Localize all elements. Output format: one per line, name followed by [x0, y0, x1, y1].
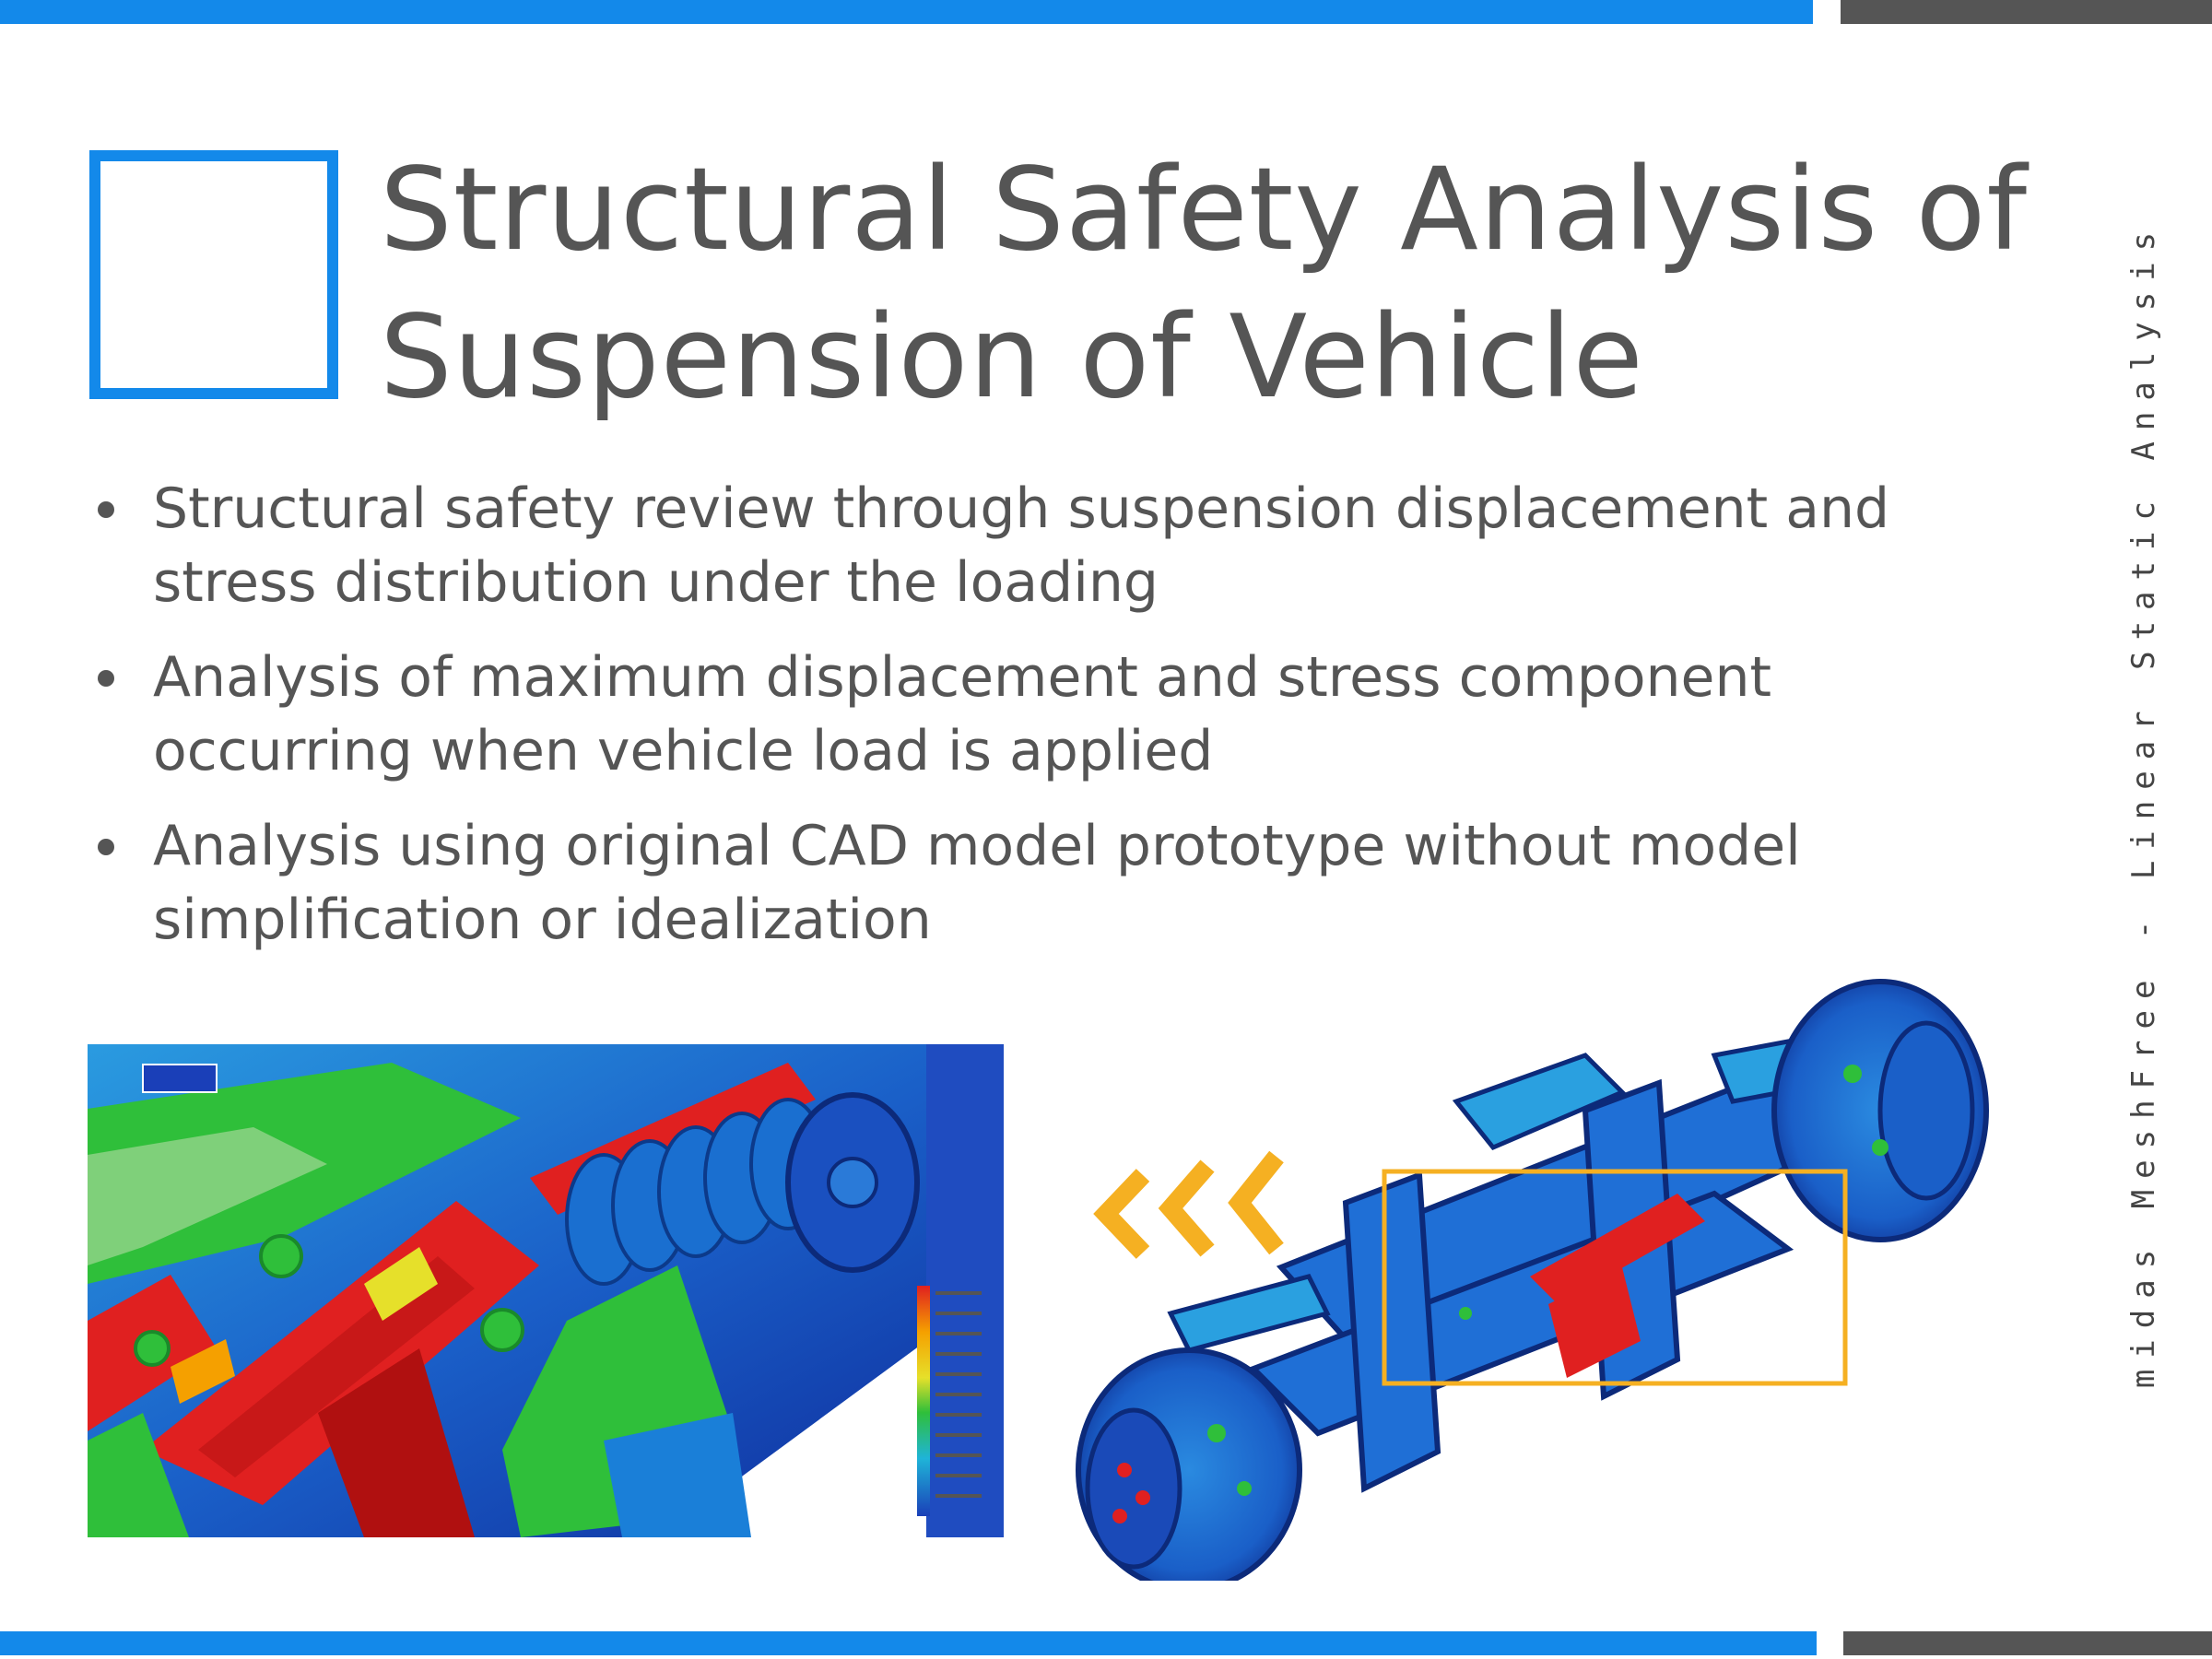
bullet-text-line: Structural safety review through suspens… [153, 477, 1890, 541]
bullet-dot-icon [98, 670, 114, 687]
page-title-line-2: Suspension of Vehicle [380, 291, 1644, 424]
suspension-assembly-image [1069, 972, 2028, 1581]
bullet-text-line: simplification or idealization [153, 888, 932, 952]
bottom-gray-bar [1843, 1631, 2212, 1655]
title-square-icon [89, 150, 338, 399]
bullet-text-line: occurring when vehicle load is applied [153, 719, 1214, 783]
bullet-text-line: stress distribution under the loading [153, 550, 1159, 615]
bullet-item: Structural safety review through suspens… [92, 472, 1991, 619]
bullet-text-line: Analysis using original CAD model protot… [153, 814, 1801, 878]
bullet-list: Structural safety review through suspens… [92, 472, 1991, 978]
suspension-assembly-graphic [1076, 979, 1989, 1581]
stress-contour-closeup-graphic [88, 1044, 1004, 1537]
bullet-text-line: Analysis of maximum displacement and str… [153, 645, 1772, 710]
stress-contour-closeup-image [88, 1044, 1004, 1537]
side-label: midas MeshFree - Linear Static Analysis [2118, 192, 2170, 1418]
bullet-item: Analysis using original CAD model protot… [92, 809, 1991, 957]
bullet-item: Analysis of maximum displacement and str… [92, 641, 1991, 788]
top-gray-bar [1841, 0, 2212, 24]
bottom-accent-bar [0, 1631, 1817, 1655]
bullet-dot-icon [98, 501, 114, 518]
side-label-text: midas MeshFree - Linear Static Analysis [2125, 220, 2162, 1389]
top-accent-bar [0, 0, 1813, 24]
page-title: Structural Safety Analysis of Suspension… [380, 136, 2029, 431]
bullet-dot-icon [98, 839, 114, 855]
page-title-line-1: Structural Safety Analysis of [380, 144, 2029, 276]
